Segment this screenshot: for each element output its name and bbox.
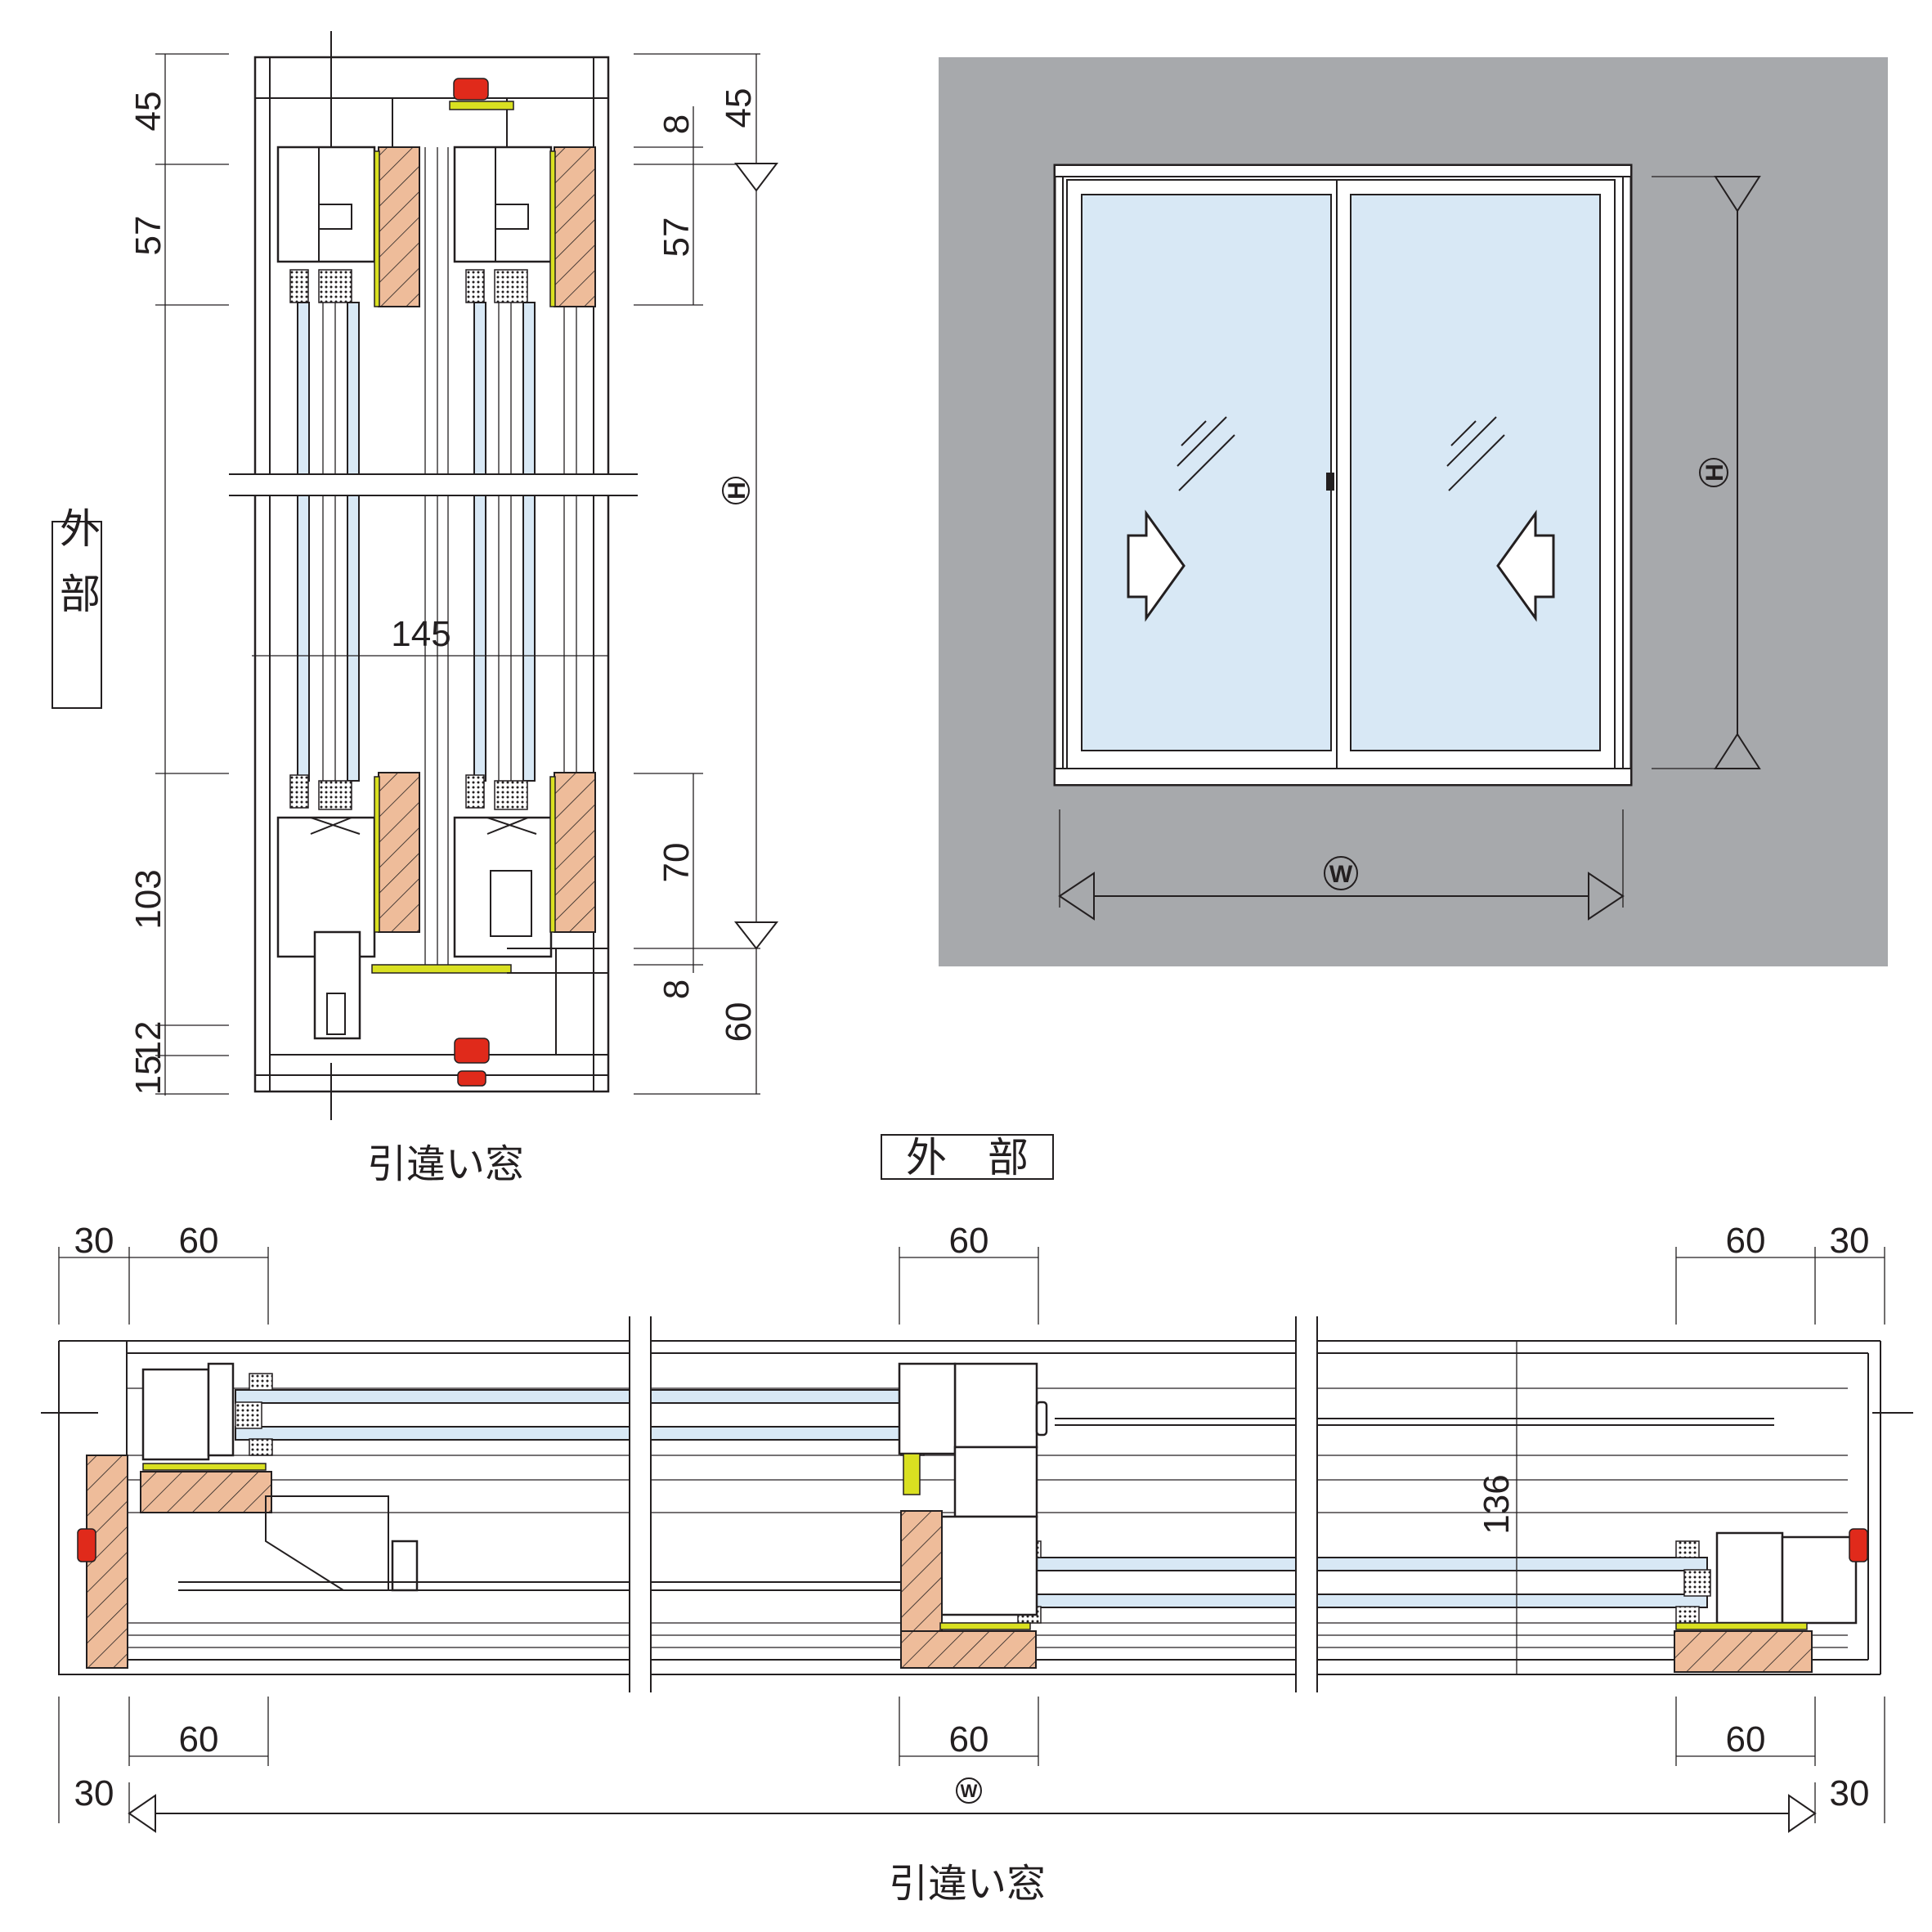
hs-glass-left-outer bbox=[235, 1389, 915, 1404]
hs-glass-right-outer bbox=[1003, 1557, 1708, 1571]
vs-glass-right-inner bbox=[522, 302, 536, 782]
horizontal-section: 136 bbox=[41, 1316, 1913, 1692]
vs-wood-bottom-right bbox=[554, 772, 596, 933]
vs-dim-right-8-bottom: 8 bbox=[657, 979, 697, 999]
hs-dim-top-60-center: 60 bbox=[949, 1221, 989, 1261]
hs-wood-left-sill bbox=[140, 1471, 272, 1513]
hs-exterior-label-box bbox=[881, 1134, 1054, 1180]
vs-bottom-seal bbox=[454, 1038, 490, 1064]
vs-dim-left-57: 57 bbox=[128, 216, 168, 256]
vs-glass-left-outer bbox=[297, 302, 310, 782]
vs-exterior-label: 外部 bbox=[53, 507, 101, 638]
right-glass-reflection bbox=[1446, 416, 1505, 491]
hs-wood-right-sill bbox=[1674, 1630, 1813, 1673]
vs-caption: 引違い窓 bbox=[367, 1141, 524, 1187]
vs-dim-right-60: 60 bbox=[719, 1002, 759, 1042]
vs-dim-left-45: 45 bbox=[128, 92, 168, 132]
vertical-section bbox=[229, 31, 638, 1120]
hs-dimensions: 30 60 60 60 30 60 30 60 60 30 bbox=[58, 1221, 1885, 1833]
elevation: H W bbox=[939, 57, 1888, 966]
vs-top-seal bbox=[453, 78, 489, 101]
vs-wood-top-left bbox=[378, 146, 420, 307]
vs-height-symbol: H bbox=[724, 482, 751, 500]
vs-dim-right-70: 70 bbox=[657, 843, 697, 883]
hs-caption: 引違い窓 bbox=[889, 1861, 1046, 1907]
crescent-lock-icon bbox=[1326, 473, 1334, 491]
vs-dim-right-45: 45 bbox=[719, 88, 759, 128]
hs-dim-bottom-30-left: 30 bbox=[74, 1773, 114, 1813]
vs-wood-bottom-left bbox=[378, 772, 420, 933]
hs-dim-bottom-60-center: 60 bbox=[949, 1719, 989, 1759]
hs-dim-bottom-30-right: 30 bbox=[1830, 1773, 1870, 1813]
hs-dim-top-30-right: 30 bbox=[1830, 1221, 1870, 1261]
hs-glass-left-inner bbox=[235, 1426, 915, 1441]
vs-dim-center-145: 145 bbox=[391, 614, 451, 654]
vs-wood-top-right bbox=[554, 146, 596, 307]
vs-exterior-label-box bbox=[52, 521, 102, 709]
hs-left-seal bbox=[77, 1528, 96, 1562]
hs-width-symbol: W bbox=[961, 1781, 978, 1801]
vs-dim-right-57: 57 bbox=[657, 217, 697, 258]
vs-glass-left-inner bbox=[347, 302, 360, 782]
hs-exterior-label: 外 部 bbox=[906, 1134, 1029, 1181]
vs-dim-left-103: 103 bbox=[128, 869, 168, 929]
hs-dim-top-60-right: 60 bbox=[1726, 1221, 1766, 1261]
elevation-right-glass bbox=[1350, 194, 1601, 751]
hs-dim-bottom-60-left: 60 bbox=[179, 1719, 219, 1759]
vs-dim-left-12: 12 bbox=[128, 1021, 168, 1061]
elevation-left-glass bbox=[1081, 194, 1332, 751]
hs-dim-top-60-left: 60 bbox=[179, 1221, 219, 1261]
hs-glass-right-inner bbox=[1003, 1594, 1708, 1608]
left-glass-reflection bbox=[1177, 416, 1235, 491]
vs-dimensions: 45 57 103 12 15 45 8 57 70 8 60 H 145 bbox=[128, 53, 779, 1096]
hs-wood-meeting-sill bbox=[900, 1630, 1037, 1669]
vs-glass-right-outer bbox=[473, 302, 486, 782]
vs-dim-right-8-top: 8 bbox=[657, 114, 697, 134]
vs-top-gasket bbox=[449, 101, 514, 110]
hs-dim-bottom-60-right: 60 bbox=[1726, 1719, 1766, 1759]
vs-dim-left-15: 15 bbox=[128, 1056, 168, 1096]
slide-right-arrow-icon bbox=[1127, 509, 1186, 622]
elevation-width-symbol: W bbox=[1329, 861, 1353, 888]
hs-dim-depth-136: 136 bbox=[1477, 1474, 1517, 1534]
slide-left-arrow-icon bbox=[1496, 509, 1555, 622]
elevation-height-symbol: H bbox=[1701, 464, 1728, 482]
hs-dim-top-30-left: 30 bbox=[74, 1221, 114, 1261]
hs-right-seal bbox=[1849, 1528, 1868, 1562]
